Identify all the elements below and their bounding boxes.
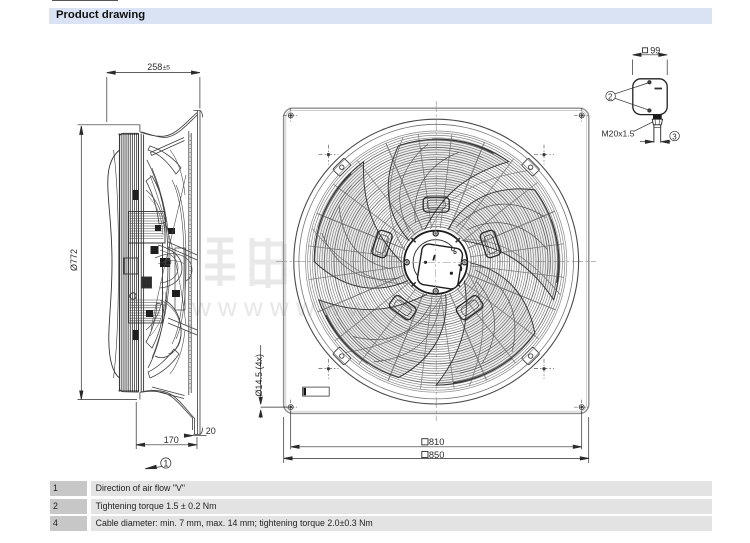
svg-text:Ø772: Ø772 — [69, 249, 79, 271]
svg-text:810: 810 — [429, 437, 445, 447]
svg-text:M20x1.5: M20x1.5 — [602, 129, 635, 139]
svg-text:1: 1 — [163, 459, 168, 469]
svg-text:850: 850 — [429, 450, 445, 460]
svg-text:2: 2 — [608, 93, 613, 102]
svg-text:258: 258 — [147, 62, 162, 72]
svg-text:3: 3 — [672, 132, 677, 141]
svg-text:±5: ±5 — [163, 64, 171, 71]
svg-text:20: 20 — [206, 426, 216, 436]
svg-text:99: 99 — [650, 45, 660, 55]
svg-text:Ø14.5 (4x): Ø14.5 (4x) — [254, 354, 264, 397]
svg-text:170: 170 — [164, 435, 179, 445]
